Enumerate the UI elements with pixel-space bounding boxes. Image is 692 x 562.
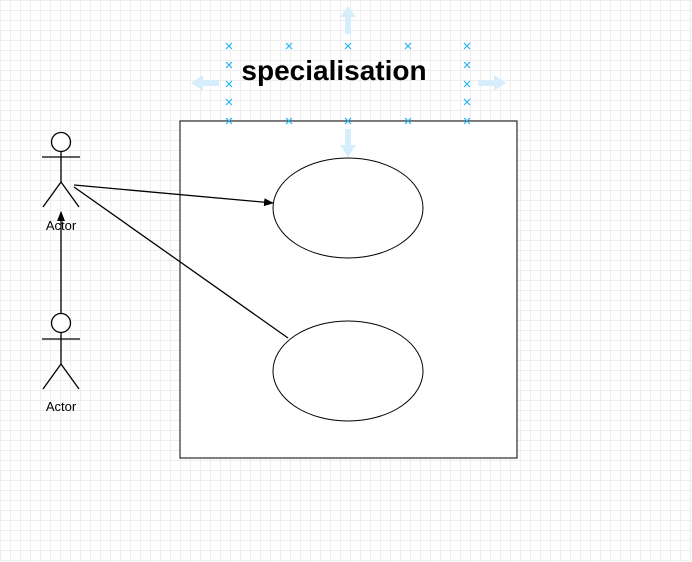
- selection-handle[interactable]: [225, 42, 233, 50]
- selection-handle[interactable]: [463, 80, 471, 88]
- selection-handle[interactable]: [463, 98, 471, 106]
- selection-handle[interactable]: [225, 98, 233, 106]
- selection-handle[interactable]: [463, 42, 471, 50]
- hint-arrow-left[interactable]: [191, 75, 219, 91]
- hint-arrow-down[interactable]: [340, 129, 356, 157]
- hint-arrow-right[interactable]: [478, 75, 506, 91]
- actor-top[interactable]: [42, 131, 80, 208]
- selection-handle[interactable]: [225, 80, 233, 88]
- use-case-bottom[interactable]: [272, 320, 424, 422]
- association-line-to-bottom-use-case[interactable]: [73, 186, 289, 339]
- hint-arrow-up[interactable]: [340, 6, 356, 34]
- actor-top-label: Actor: [46, 218, 77, 233]
- actor-bottom[interactable]: [42, 312, 80, 390]
- association-arrow-to-top-use-case[interactable]: [73, 184, 274, 207]
- selection-handle[interactable]: [344, 42, 352, 50]
- selection-handle[interactable]: [404, 117, 412, 125]
- selection-handle[interactable]: [285, 117, 293, 125]
- selection-handle[interactable]: [463, 117, 471, 125]
- selection-handle[interactable]: [404, 42, 412, 50]
- use-case-top[interactable]: [272, 157, 424, 259]
- selection-handle[interactable]: [344, 117, 352, 125]
- selection-handle[interactable]: [225, 117, 233, 125]
- selection-handles[interactable]: [225, 42, 471, 125]
- selection-handle[interactable]: [225, 61, 233, 69]
- selection-handle[interactable]: [463, 61, 471, 69]
- actor-bottom-label: Actor: [46, 399, 77, 414]
- diagram-title[interactable]: specialisation: [241, 55, 426, 86]
- selection-handle[interactable]: [285, 42, 293, 50]
